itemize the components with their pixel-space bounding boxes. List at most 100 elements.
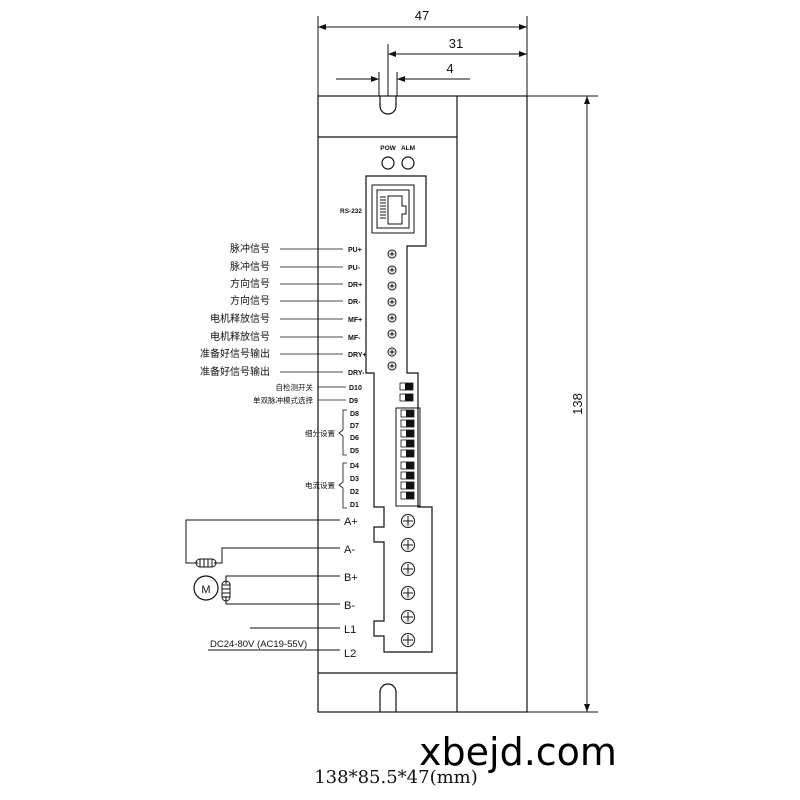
current-pin: D2: [350, 489, 359, 496]
d10-pin: D10: [349, 385, 362, 392]
power-screw-icon: [401, 538, 415, 552]
dimension-right: [527, 95, 598, 713]
terminal-a-plus: A+: [344, 516, 358, 528]
motor-icon: [193, 575, 219, 601]
terminal-b-minus: B-: [344, 600, 355, 612]
mount-slot-top: [379, 96, 397, 115]
terminal-l2: L2: [344, 648, 356, 660]
signal-pin: PU+: [348, 247, 362, 254]
signal-screw-icon: [387, 265, 397, 275]
current-pin: D4: [350, 463, 359, 470]
dip-labels: 自检测开关 D10 单双脉冲模式选择 D9 D8 D7 D6 D5 细分设置 D…: [253, 382, 362, 509]
signal-desc: 方向信号: [230, 294, 270, 307]
caption: 138*85.5*47(mm): [314, 767, 478, 788]
signal-desc: 脉冲信号: [230, 260, 270, 273]
signal-screw-icon: [387, 361, 397, 371]
dim-slot-width: 4: [446, 61, 453, 76]
microstep-desc: 细分设置: [305, 428, 335, 438]
dip-switch-block: [395, 407, 421, 507]
power-screw-icon: [401, 610, 415, 624]
dip-switch-icon: [400, 409, 415, 418]
signal-screw-icon: [387, 249, 397, 259]
power-supply-label: DC24-80V (AC19-55V): [210, 639, 307, 650]
coil-b: [221, 580, 231, 602]
terminal-l1: L1: [344, 624, 356, 636]
power-screw-icon: [401, 514, 415, 528]
current-desc: 电流设置: [305, 480, 335, 490]
alm-label: ALM: [401, 145, 415, 152]
power-screw-icon: [401, 586, 415, 600]
mount-slot-bottom: [379, 683, 397, 712]
signal-row-dr-plus: 方向信号 DR+: [230, 277, 362, 290]
connector-strip: [365, 175, 433, 653]
power-screw-icon: [401, 562, 415, 576]
motor-wiring: [185, 519, 340, 651]
alm-led: [401, 156, 415, 170]
watermark: xbejd.com: [419, 730, 617, 774]
coil-a: [195, 558, 217, 568]
signal-desc: 脉冲信号: [230, 242, 270, 255]
current-pin: D1: [350, 502, 359, 509]
signal-screw-icon: [387, 329, 397, 339]
d9-pin: D9: [349, 398, 358, 405]
signal-pin: MF+: [348, 317, 362, 324]
rs232-port: [371, 184, 415, 234]
signal-pin: DR+: [348, 282, 362, 289]
power-screw-icon: [401, 633, 415, 647]
signal-terminal-block: [387, 249, 397, 371]
d9-desc: 单双脉冲模式选择: [253, 395, 313, 405]
dimension-top: [317, 16, 528, 96]
dip-switch-icon: [399, 393, 414, 402]
motor-label: M: [201, 584, 210, 596]
signal-desc: 方向信号: [230, 277, 270, 290]
dim-body-width: 31: [449, 36, 463, 51]
signal-screw-icon: [387, 297, 397, 307]
signal-row-mf-minus: 电机释放信号 MF-: [210, 330, 361, 343]
pow-label: POW: [380, 145, 396, 152]
dip-switch-icon: [400, 461, 415, 470]
signal-row-pu-minus: 脉冲信号 PU-: [230, 260, 361, 273]
signal-desc: 电机释放信号: [210, 312, 270, 325]
current-pin: D3: [350, 476, 359, 483]
d10-desc: 自检测开关: [276, 382, 314, 392]
dip-switch-icon: [400, 481, 415, 490]
signal-row-dry-plus: 准备好信号输出 DRY+: [200, 347, 367, 360]
microstep-pin: D8: [350, 411, 359, 418]
signal-screw-icon: [387, 313, 397, 323]
terminal-b-plus: B+: [344, 572, 358, 584]
signal-screw-icon: [387, 281, 397, 291]
signal-desc: 准备好信号输出: [200, 365, 270, 378]
driver-housing: [317, 95, 528, 713]
signal-row-pu-plus: 脉冲信号 PU+: [230, 242, 362, 255]
signal-pin: DRY+: [348, 352, 367, 359]
dip-switch-icon: [400, 471, 415, 480]
signal-desc: 准备好信号输出: [200, 347, 270, 360]
dip-switches: [399, 382, 415, 500]
dip-switch-icon: [400, 491, 415, 500]
microstep-pin: D6: [350, 435, 359, 442]
microstep-pin: D7: [350, 423, 359, 430]
dip-switch-icon: [400, 429, 415, 438]
terminal-a-minus: A-: [344, 544, 355, 556]
signal-pin: DRY-: [348, 370, 365, 377]
dip-switch-icon: [400, 449, 415, 458]
dip-switch-icon: [400, 419, 415, 428]
signal-row-dr-minus: 方向信号 DR-: [230, 294, 361, 307]
rs232-label: RS-232: [340, 208, 362, 215]
microstep-pin: D5: [350, 448, 359, 455]
dim-total-width: 47: [415, 8, 429, 23]
signal-pin: MF-: [348, 335, 361, 342]
signal-pin: DR-: [348, 299, 361, 306]
signal-rows: 脉冲信号 PU+ 脉冲信号 PU- 方向信号 DR+ 方向信号 DR- 电机释放…: [200, 242, 367, 378]
signal-row-dry-minus: 准备好信号输出 DRY-: [200, 365, 365, 378]
signal-row-mf-plus: 电机释放信号 MF+: [210, 312, 362, 325]
signal-desc: 电机释放信号: [210, 330, 270, 343]
signal-pin: PU-: [348, 265, 361, 272]
dim-height: 138: [570, 393, 585, 415]
power-terminal-block: [401, 514, 415, 647]
power-terminal-labels: A+ A- B+ B- L1 L2: [344, 516, 358, 660]
dip-switch-icon: [399, 382, 414, 391]
dip-switch-icon: [400, 439, 415, 448]
signal-screw-icon: [387, 347, 397, 357]
